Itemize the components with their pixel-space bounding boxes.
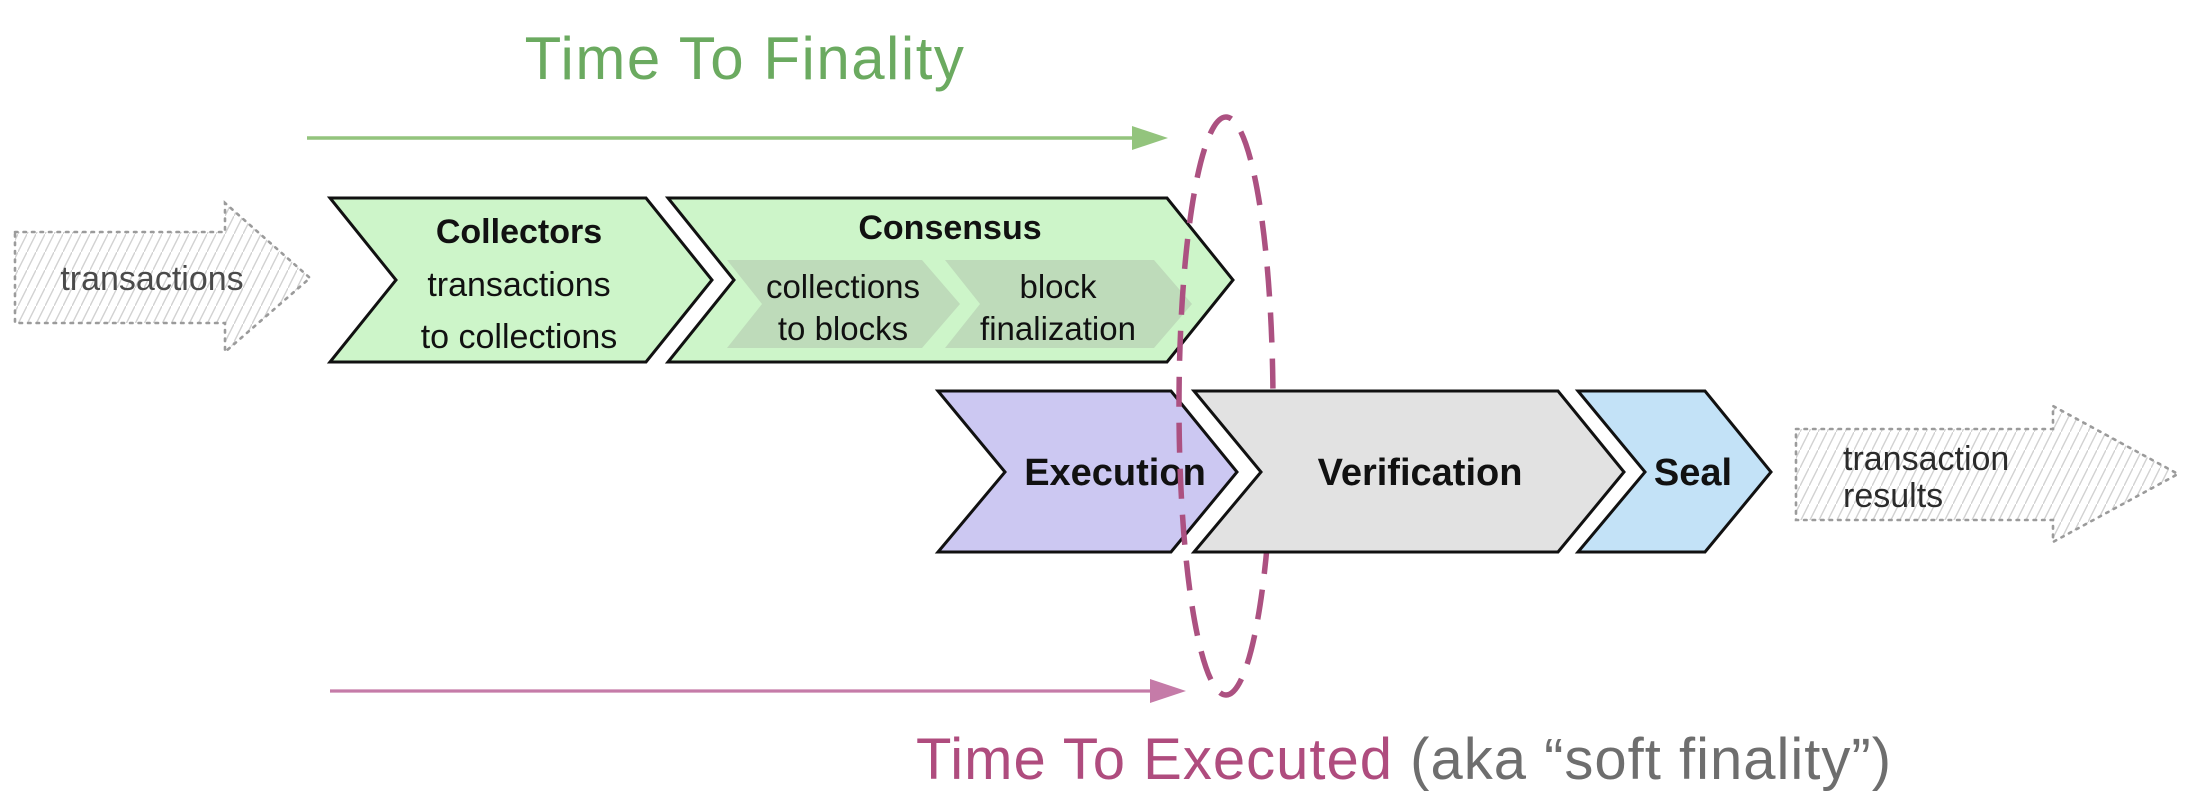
time-to-finality-arrowhead-icon xyxy=(1132,126,1168,150)
consensus-sub-chevron-collections xyxy=(727,260,960,348)
time-to-executed-arrowhead-icon xyxy=(1150,679,1186,703)
input-transactions-label: transactions xyxy=(60,260,243,298)
seal-title: Seal xyxy=(1654,452,1732,494)
stage-consensus: Consensus collections to blocks block fi… xyxy=(664,196,1235,364)
consensus-sub2-line2: finalization xyxy=(980,310,1136,347)
stage-collectors: Collectors transactions to collections xyxy=(326,196,714,364)
seal-chevron xyxy=(1574,389,1773,554)
consensus-sub-chevron-finalization xyxy=(945,260,1192,348)
time-to-finality-arrow xyxy=(307,126,1168,150)
collectors-line1: transactions xyxy=(427,266,610,304)
execution-title: Execution xyxy=(1024,452,1206,494)
collectors-title: Collectors xyxy=(436,213,602,251)
verification-chevron xyxy=(1190,389,1626,554)
time-to-executed-caption-suffix: (aka “soft finality”) xyxy=(1410,727,1892,792)
time-to-executed-arrow xyxy=(330,679,1186,703)
consensus-title: Consensus xyxy=(858,209,1041,247)
time-to-executed-caption-highlight: Time To Executed xyxy=(916,727,1393,792)
time-to-executed-caption: Time To Executed (aka “soft finality”) xyxy=(916,727,1892,792)
input-transactions-arrow: transactions xyxy=(13,200,312,355)
time-to-finality-title: Time To Finality xyxy=(525,25,966,92)
collectors-chevron xyxy=(326,196,714,364)
output-results-arrow: transaction results xyxy=(1794,403,2181,545)
stage-seal: Seal xyxy=(1574,389,1773,554)
verification-title: Verification xyxy=(1318,452,1523,494)
output-results-label-line2: results xyxy=(1843,477,1943,515)
stage-execution: Execution xyxy=(934,389,1239,554)
output-results-arrow-shape xyxy=(1794,403,2181,545)
consensus-sub2-line1: block xyxy=(1019,268,1097,305)
input-transactions-arrow-shape xyxy=(13,200,312,355)
consensus-sub1-line2: to blocks xyxy=(778,310,908,347)
output-results-label-line1: transaction xyxy=(1843,440,2009,478)
execution-chevron xyxy=(934,389,1239,554)
stage-verification: Verification xyxy=(1190,389,1626,554)
consensus-sub1-line1: collections xyxy=(766,268,920,305)
collectors-line2: to collections xyxy=(421,318,618,356)
